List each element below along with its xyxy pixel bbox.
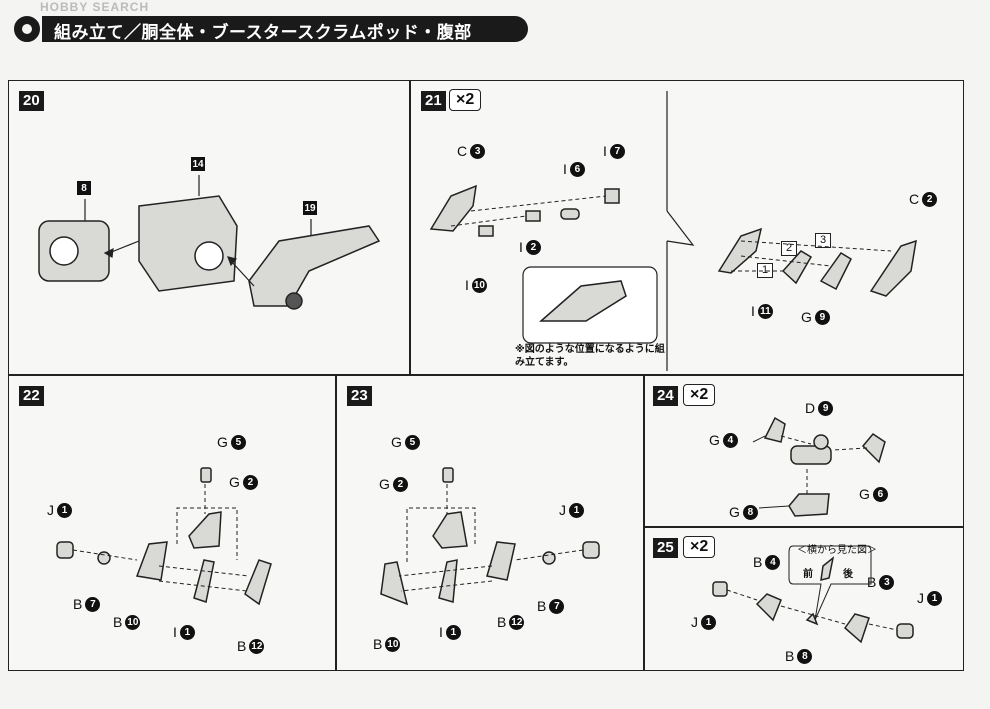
sequence-3: 3	[815, 233, 831, 248]
title-bar	[42, 16, 528, 42]
step-number: 25	[653, 538, 678, 558]
page-header: 組み立て／胴全体・ブースタースクラムポッド・腹部	[8, 8, 528, 44]
multiplier: ×2	[683, 384, 716, 406]
part-label-19: 19	[303, 201, 317, 215]
step-number: 23	[347, 386, 372, 406]
part-label-14: 14	[191, 157, 205, 171]
side-view-note: ＜横から見た図＞	[797, 545, 877, 556]
step-20-diagram	[38, 175, 381, 310]
step-number: 22	[19, 386, 44, 406]
step-23-diagram	[380, 467, 600, 606]
gear-icon	[12, 14, 42, 44]
step-25-diagram	[712, 545, 914, 644]
step-24-diagram	[752, 416, 886, 517]
step-number: 20	[19, 91, 44, 111]
part-label-8: 8	[77, 181, 91, 195]
page-title: 組み立て／胴全体・ブースタースクラムポッド・腹部	[54, 23, 472, 43]
step-22-diagram	[56, 467, 272, 606]
step-number: 21	[421, 91, 446, 111]
back-label: 後	[843, 569, 853, 580]
assembly-note: ※図のような位置になるように組み立てます。	[515, 344, 665, 368]
step-21-diagram	[429, 91, 917, 371]
front-label: 前	[803, 569, 813, 580]
watermark: HOBBY SEARCH	[40, 0, 150, 14]
multiplier: ×2	[683, 536, 716, 558]
multiplier: ×2	[449, 89, 482, 111]
step-20-panel: 20 8 14 19	[8, 80, 410, 375]
step-number: 24	[653, 386, 678, 406]
sequence-1: 1	[757, 263, 773, 278]
